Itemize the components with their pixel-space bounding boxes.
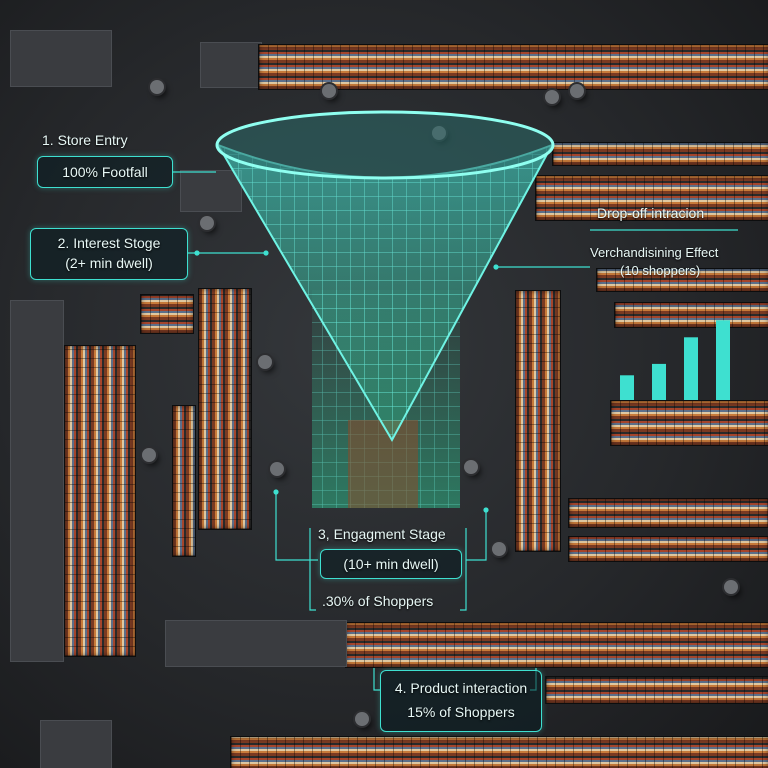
shopper: [142, 448, 156, 462]
right-mid-shelf-2: [614, 302, 768, 328]
stage-interest-title: 2. Interest Stoge: [57, 235, 161, 252]
bottom-left-block: [40, 720, 112, 768]
shopper: [150, 80, 164, 94]
shopper: [355, 712, 369, 726]
shopper: [724, 580, 738, 594]
left-top-shelf: [140, 294, 194, 334]
floor-block: [200, 42, 262, 88]
stage-engagement-detail-box: (10+ min dwell): [320, 549, 462, 579]
shopper: [270, 462, 284, 476]
shopper: [200, 216, 214, 230]
merch-sublabel: (10 shoppers): [620, 263, 701, 278]
checkout-counter: [165, 620, 347, 667]
right-upper-shelf: [535, 175, 768, 221]
funnel-rim: [215, 110, 555, 180]
entry-counter: [180, 170, 242, 212]
right-aisle-shelf: [515, 290, 561, 552]
stage-engagement-title: 3, Engagment Stage: [318, 526, 446, 542]
stage-interest-detail: (2+ min dwell): [65, 255, 153, 271]
merch-bar: [652, 363, 666, 400]
callout-connectors: [172, 171, 738, 691]
shopper: [322, 84, 336, 98]
merch-bar: [684, 337, 698, 400]
shopper: [258, 355, 272, 369]
top-left-block: [10, 30, 112, 87]
left-shelf-inner: [198, 288, 252, 530]
bottom-right-shelf: [545, 676, 768, 704]
stage-product-box: 4. Product interaction 15% of Shoppers: [380, 670, 542, 732]
shopper: [570, 84, 584, 98]
top-shelf: [258, 44, 768, 90]
stage-product-value: 15% of Shoppers: [407, 704, 515, 720]
shopper: [464, 460, 478, 474]
right-lower-shelf: [610, 400, 768, 446]
left-wall: [10, 300, 64, 662]
stage-product-title: 4. Product interaction: [394, 680, 528, 697]
stage-entry-value-box: 100% Footfall: [37, 156, 173, 188]
merch-bar-chart: [620, 320, 730, 400]
shopper: [492, 542, 506, 556]
bottom-edge-shelf: [230, 736, 768, 768]
merch-label: Verchandisining Effect: [590, 245, 719, 260]
left-shelf-outer: [64, 345, 136, 657]
left-small-shelf: [172, 405, 196, 557]
right-bottom-shelf-2: [568, 536, 768, 562]
merch-bar: [620, 375, 634, 400]
dropoff-label: Drop-off intracion: [597, 205, 705, 221]
shopper: [545, 90, 559, 104]
merch-bar: [716, 320, 730, 400]
bottom-shelf: [345, 622, 768, 668]
stage-entry-title: 1. Store Entry: [42, 132, 128, 148]
right-mid-shelf: [596, 268, 768, 292]
right-top-shelf: [552, 142, 768, 166]
stage-engagement-value: .30% of Shoppers: [322, 593, 434, 609]
right-bottom-shelf: [568, 498, 768, 528]
stage-interest-box: 2. Interest Stoge (2+ min dwell): [30, 228, 188, 280]
